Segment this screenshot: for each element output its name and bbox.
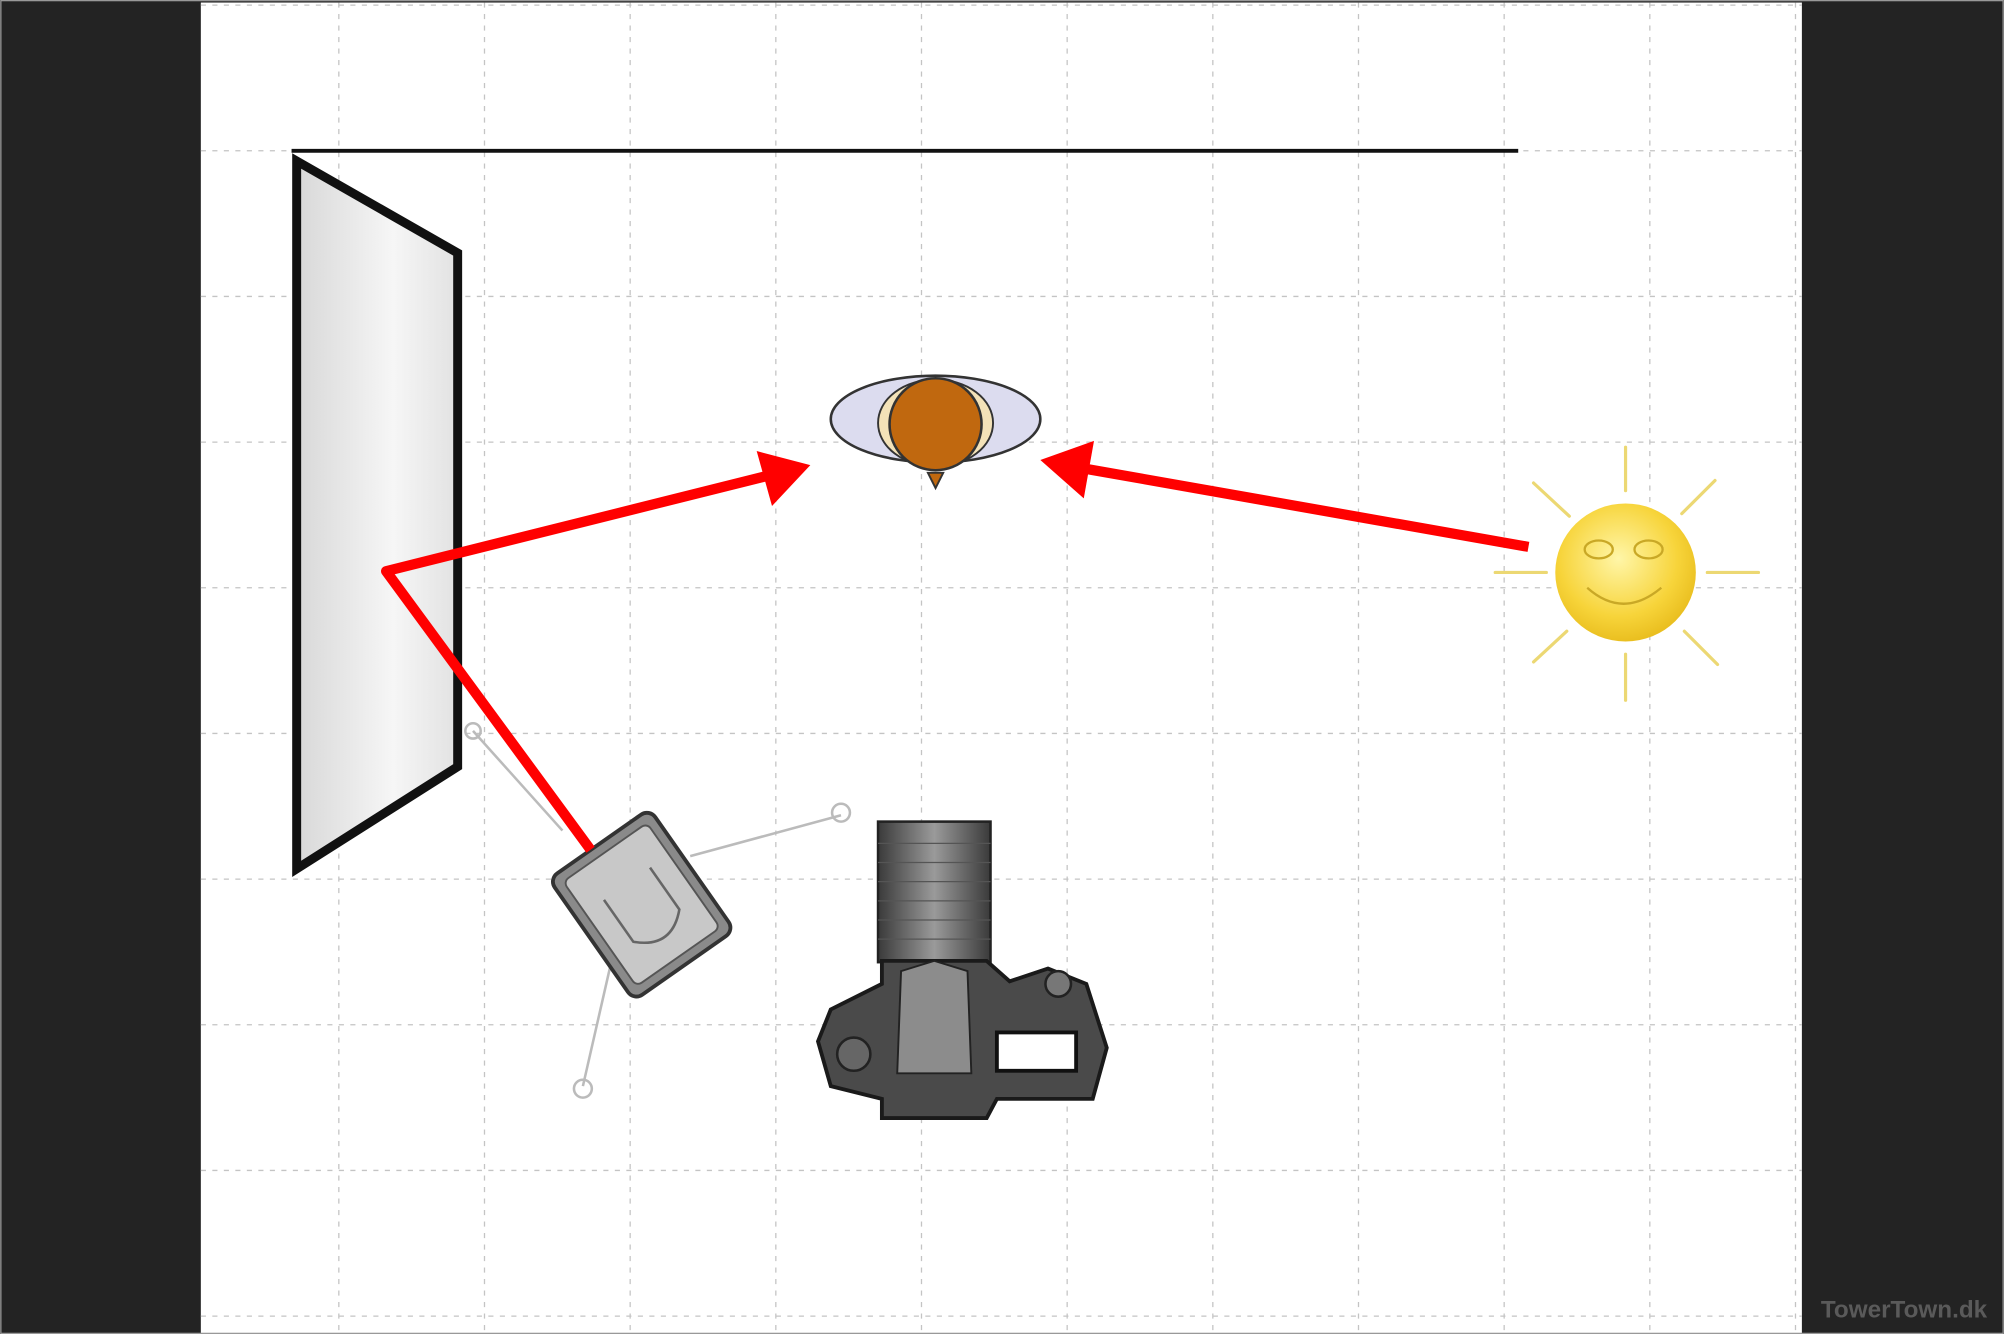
light-arrows — [381, 440, 1530, 853]
flash-light — [551, 802, 852, 1099]
subject — [829, 374, 1042, 491]
reflector-stand — [464, 721, 564, 832]
bounce-arrow-path — [381, 471, 766, 853]
camera — [815, 820, 1109, 1120]
subject-head — [888, 376, 983, 472]
watermark: TowerTown.dk — [1821, 1296, 1988, 1323]
sun-arrow-path — [1085, 463, 1530, 552]
sun — [1493, 445, 1761, 702]
canvas — [200, 2, 1802, 1334]
sun-arrow-head — [1040, 440, 1094, 499]
bounce-arrow-head — [756, 451, 811, 506]
subject-nose — [926, 471, 945, 491]
reflector — [292, 153, 463, 878]
